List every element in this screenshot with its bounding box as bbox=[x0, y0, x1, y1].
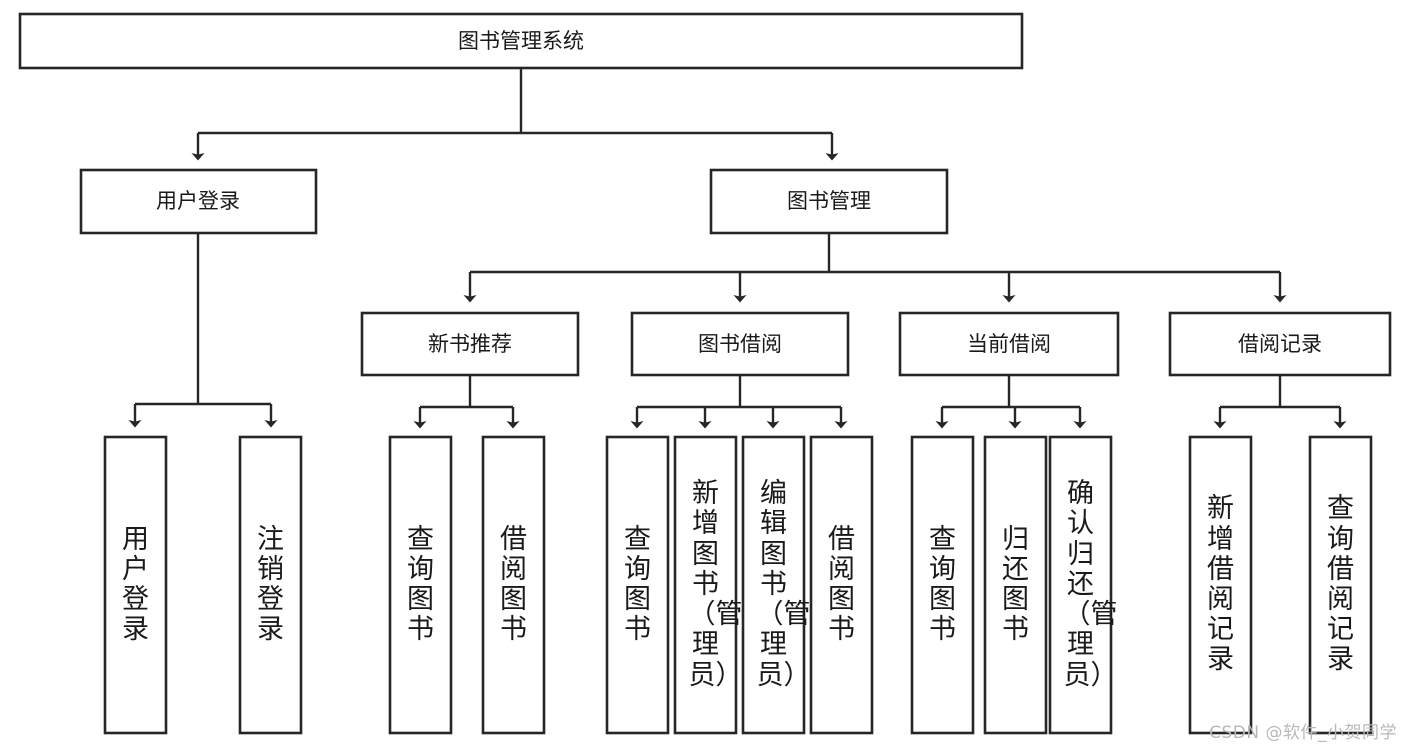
leaf-box-add-book[interactable] bbox=[673, 435, 738, 735]
node-borrow-record-label: 借阅记录 bbox=[1238, 332, 1322, 356]
node-book-manage[interactable]: 图书管理 bbox=[709, 168, 949, 235]
leaf-box-query-record[interactable] bbox=[1308, 435, 1373, 735]
edge-group-book-manage-to-l3 bbox=[463, 233, 1287, 303]
node-root[interactable]: 图书管理系统 bbox=[18, 12, 1024, 70]
leaf-boxes bbox=[103, 435, 1373, 735]
leaf-box-query-book-3[interactable] bbox=[910, 435, 975, 735]
node-book-borrow[interactable]: 图书借阅 bbox=[630, 311, 850, 377]
leaf-box-edit-book[interactable] bbox=[741, 435, 806, 735]
node-book-manage-label: 图书管理 bbox=[787, 189, 871, 213]
node-new-book-rec-box[interactable] bbox=[360, 311, 580, 377]
edge-group-user-login-to-leaves bbox=[128, 233, 278, 428]
leaf-box-borrow-book-2[interactable] bbox=[809, 435, 874, 735]
node-book-borrow-box[interactable] bbox=[630, 311, 850, 377]
node-borrow-record[interactable]: 借阅记录 bbox=[1168, 311, 1392, 377]
leaf-box-borrow-book-1[interactable] bbox=[481, 435, 546, 735]
node-book-borrow-label: 图书借阅 bbox=[698, 332, 782, 356]
leaf-box-confirm-return[interactable] bbox=[1048, 435, 1113, 735]
node-current-borrow-box[interactable] bbox=[898, 311, 1120, 377]
node-user-login[interactable]: 用户登录 bbox=[79, 168, 318, 235]
leaf-box-query-book-1[interactable] bbox=[388, 435, 453, 735]
node-root-box[interactable] bbox=[18, 12, 1024, 70]
node-book-manage-box[interactable] bbox=[709, 168, 949, 235]
node-user-login-label: 用户登录 bbox=[156, 189, 240, 213]
edge-group-borrow-record-to-leaves bbox=[1213, 375, 1347, 429]
edge-group-current-borrow-to-leaves bbox=[935, 375, 1087, 429]
edge-group-book-borrow-to-leaves bbox=[630, 375, 848, 429]
leaf-box-add-record[interactable] bbox=[1188, 435, 1253, 735]
node-current-borrow-label: 当前借阅 bbox=[967, 332, 1051, 356]
node-new-book-rec-label: 新书推荐 bbox=[428, 332, 512, 356]
leaf-box-query-book-2[interactable] bbox=[605, 435, 670, 735]
edge-group-root-to-l2 bbox=[191, 68, 839, 161]
leaf-box-return-book[interactable] bbox=[983, 435, 1048, 735]
node-root-label: 图书管理系统 bbox=[458, 29, 584, 53]
edge-group-new-book-rec-to-leaves bbox=[413, 375, 520, 429]
leaf-box-user-login[interactable] bbox=[103, 435, 168, 735]
node-borrow-record-box[interactable] bbox=[1168, 311, 1392, 377]
node-current-borrow[interactable]: 当前借阅 bbox=[898, 311, 1120, 377]
leaf-box-logout[interactable] bbox=[238, 435, 303, 735]
node-user-login-box[interactable] bbox=[79, 168, 318, 235]
node-new-book-rec[interactable]: 新书推荐 bbox=[360, 311, 580, 377]
